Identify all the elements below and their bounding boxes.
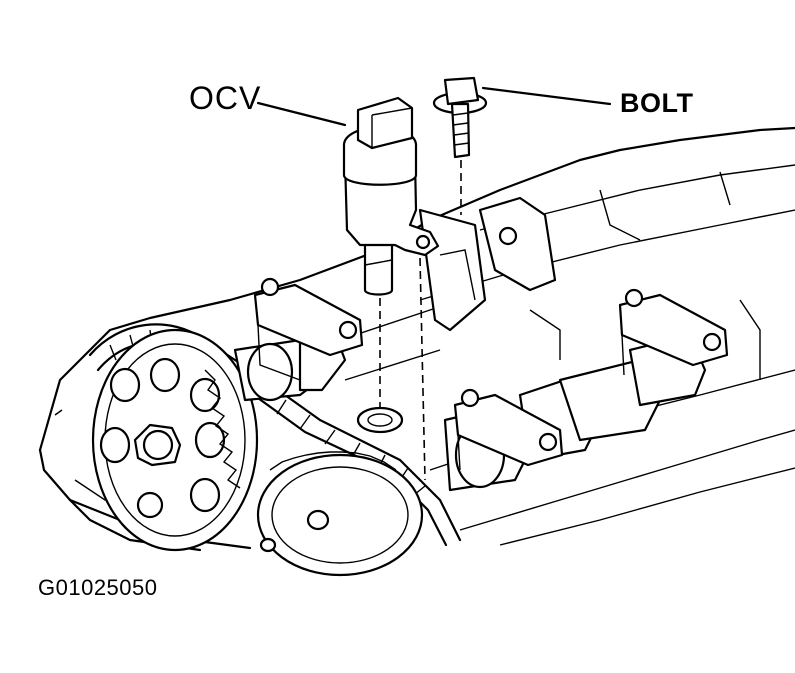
camshaft-sprocket <box>91 328 259 552</box>
gear-teeth <box>204 369 241 489</box>
vvt-sprocket <box>256 451 424 577</box>
bolt-part <box>432 76 488 159</box>
alignment-lines <box>379 160 462 481</box>
ocv-bracket <box>418 208 487 332</box>
ocv-port <box>356 406 404 434</box>
bolt-label: BOLT <box>620 88 694 118</box>
ocv-leader-line <box>256 101 347 127</box>
cam-cap-middle <box>453 388 564 471</box>
cam-cap-front <box>253 277 364 381</box>
cam-cap-rear <box>618 288 729 376</box>
figure-code: G01025050 <box>38 575 158 600</box>
ocv-valve <box>342 96 440 296</box>
bolt-leader-line <box>481 86 612 106</box>
sprocket-bolt <box>133 423 182 467</box>
cam-cap-upper <box>478 196 557 292</box>
ocv-label: OCV <box>189 80 262 116</box>
